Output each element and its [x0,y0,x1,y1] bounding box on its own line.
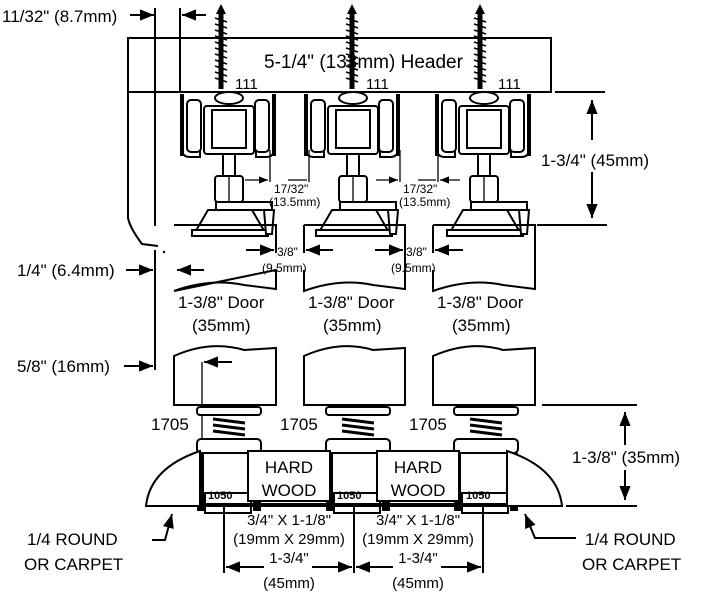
dim-wall-offset-top: 11/32" (8.7mm) [2,7,117,26]
spacing-1-inch: 1-3/4" [269,550,309,567]
hardwood-2-line1: HARD [394,458,442,477]
part-1050-label: 1050 [208,490,232,502]
door-gap-2-inch: 3/8" [406,245,427,259]
quarter-round-right [506,449,564,507]
hardwood-block-1 [247,450,331,502]
hanger-assembly [179,91,277,237]
door-gap-2-mm: (9.5mm) [391,261,436,275]
spacing-1-mm: (45mm) [263,575,315,592]
hanger-gap-1-inch: 17/32" [274,182,308,196]
hanger-gap-2-mm: (13.5mm) [399,195,450,209]
hardwood-2-size: 3/4" X 1-1/8" [376,512,460,529]
door-3-mm: (35mm) [452,316,511,335]
hardwood-2-size-mm: (19mm X 29mm) [362,531,474,548]
dim-wall-offset-mid: 1/4" (6.4mm) [17,261,115,280]
hardwood-1-size: 3/4" X 1-1/8" [247,512,331,529]
door-3-bottom [432,345,536,406]
trim-right-line2: OR CARPET [582,555,681,574]
part-1705-label: 1705 [409,415,447,434]
quarter-round-left [144,449,201,507]
hardwood-1-line1: HARD [265,458,313,477]
door-1-bottom [173,345,277,406]
screw-icon [346,4,358,89]
hardwood-2-line2: WOOD [391,481,446,500]
trim-left-line2: OR CARPET [24,555,123,574]
part-1705-label: 1705 [280,415,318,434]
spacing-2-mm: (45mm) [392,575,444,592]
screw-icon [474,4,486,89]
spacing-2-inch: 1-3/4" [398,550,438,567]
door-1-label: 1-3/8" Door [178,293,265,312]
door-2-bottom [303,345,406,406]
door-1-top [173,224,277,292]
hanger-gap-1-mm: (13.5mm) [269,195,320,209]
hanger-assembly [303,91,401,237]
hardwood-block-2 [376,450,460,502]
hardwood-1-size-mm: (19mm X 29mm) [233,531,345,548]
door-3-label: 1-3/8" Door [437,293,524,312]
door-2-label: 1-3/8" Door [308,293,395,312]
hanger-gap-2-inch: 17/32" [403,182,437,196]
header-label: 5-1/4" (133mm) Header [264,52,464,73]
dim-track-height: 1-3/4" (45mm) [541,151,649,170]
wall-profile [127,38,159,247]
door-gap-1-mm: (9.5mm) [262,261,307,275]
part-1050-label: 1050 [466,490,490,502]
part-1050-label: 1050 [337,490,361,502]
door-1-mm: (35mm) [192,316,251,335]
part-1705-label: 1705 [151,415,189,434]
door-2-mm: (35mm) [323,316,382,335]
door-3-top [432,224,536,293]
hanger-assembly [434,91,532,237]
part-111-label: 111 [366,76,389,93]
trim-left-line1: 1/4 ROUND [27,530,118,549]
trim-right-line1: 1/4 ROUND [585,530,676,549]
dim-guide-height: 1-3/8" (35mm) [572,448,680,467]
part-111-label: 111 [498,76,521,93]
part-111-label: 111 [235,76,258,93]
screw-icon [215,4,227,89]
dim-wall-offset-bottom: 5/8" (16mm) [17,357,110,376]
door-2-top [303,224,406,293]
door-gap-1-inch: 3/8" [277,245,298,259]
hardwood-1-line2: WOOD [262,481,317,500]
